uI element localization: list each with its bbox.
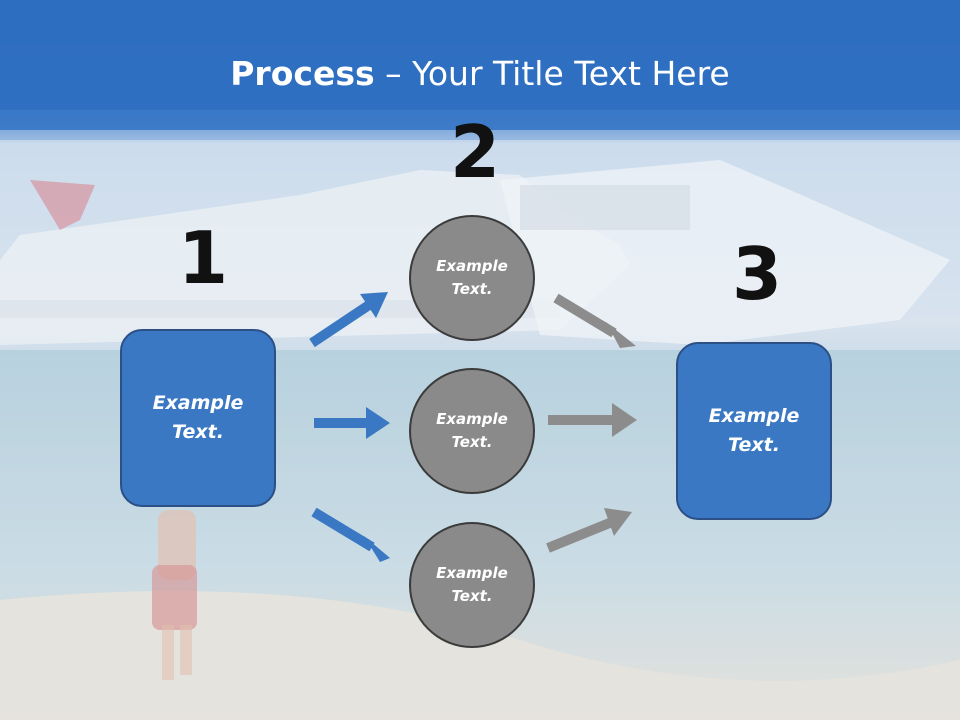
- process-circle-top: Example Text.: [409, 215, 535, 341]
- title-bold: Process: [230, 54, 375, 93]
- process-circle-middle: Example Text.: [409, 368, 535, 494]
- process-box-right: Example Text.: [676, 342, 832, 520]
- arrow-left-to-top: [309, 292, 388, 348]
- step-number-2: 2: [450, 110, 501, 194]
- process-box-right-text: Example Text.: [708, 405, 800, 456]
- arrow-top-to-right: [553, 293, 636, 348]
- arrow-bottom-to-right: [546, 508, 632, 553]
- step-number-1: 1: [178, 216, 229, 300]
- process-box-left: Example Text.: [120, 329, 276, 507]
- arrow-left-to-middle: [314, 407, 390, 439]
- process-box-left-text: Example Text.: [152, 392, 244, 443]
- title-rest: – Your Title Text Here: [374, 54, 730, 93]
- slide-title: Process – Your Title Text Here: [0, 52, 960, 96]
- step-number-3: 3: [732, 232, 783, 316]
- process-circle-bottom-text: Example Text.: [436, 564, 508, 605]
- arrow-middle-to-right: [548, 403, 637, 437]
- arrow-left-to-bottom: [311, 507, 390, 562]
- process-circle-top-text: Example Text.: [436, 257, 508, 298]
- process-circle-bottom: Example Text.: [409, 522, 535, 648]
- process-circle-middle-text: Example Text.: [436, 410, 508, 451]
